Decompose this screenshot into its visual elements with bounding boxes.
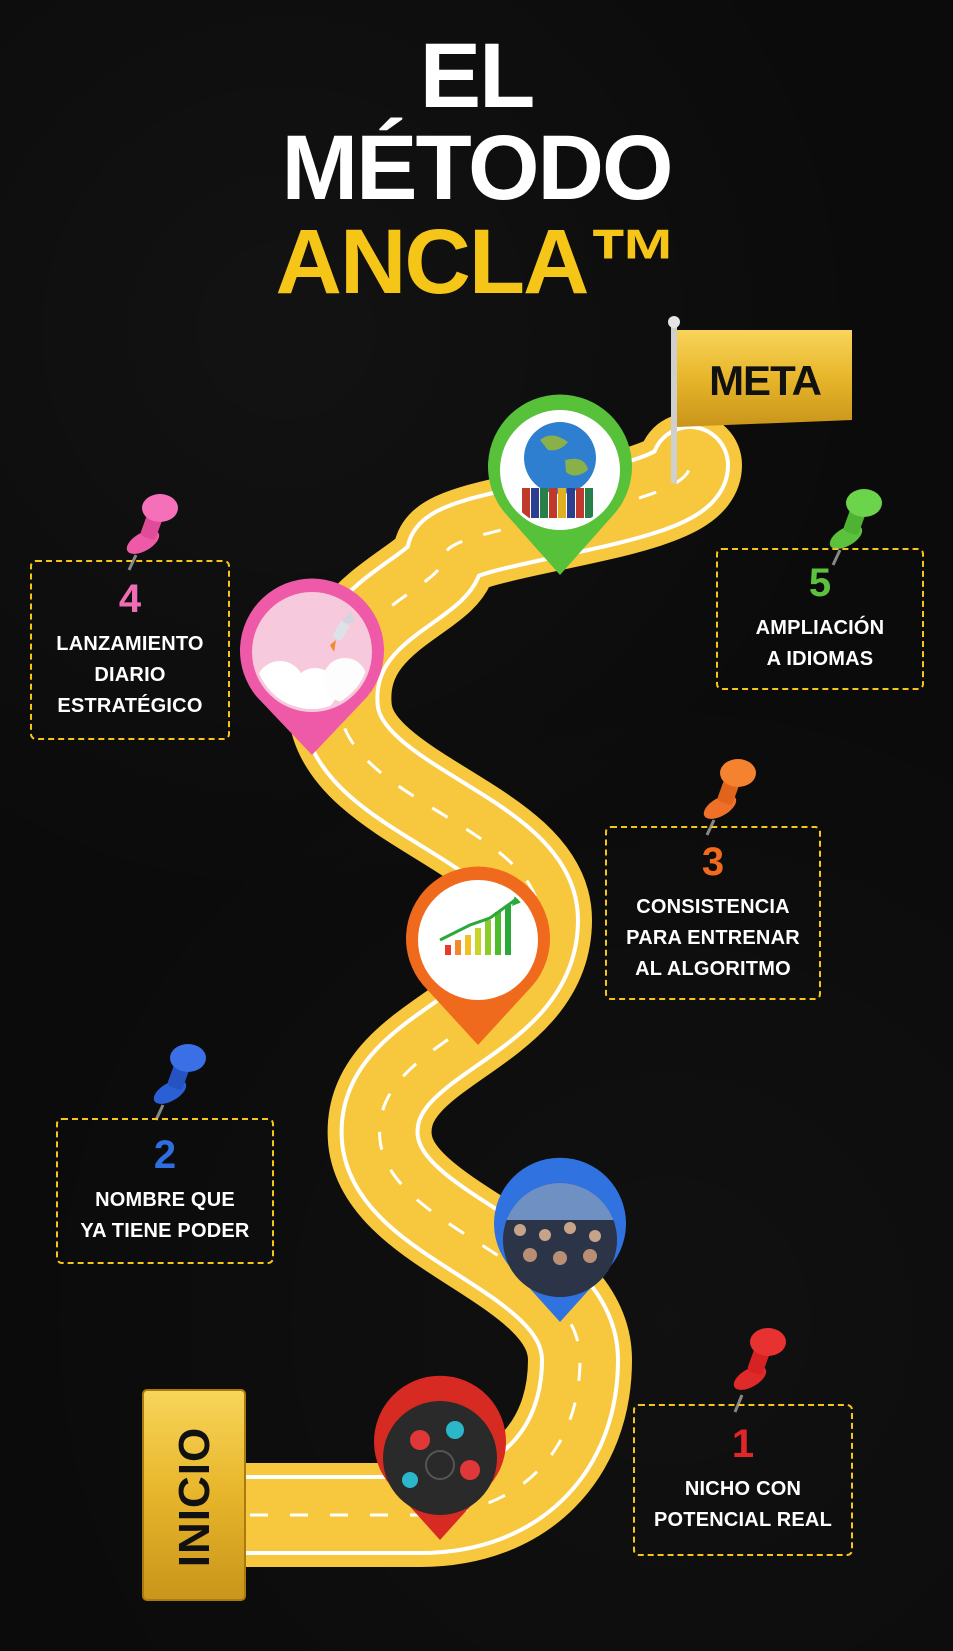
step-3-line-3: AL ALGORITMO	[635, 957, 791, 980]
step-1-line-2: POTENCIAL REAL	[654, 1509, 832, 1531]
map-marker-3	[406, 866, 550, 1045]
push-pin-1	[733, 1328, 786, 1413]
step-number-3: 3	[701, 839, 725, 884]
step-3-line-1: CONSISTENCIA	[636, 895, 790, 918]
step-4-line-3: ESTRATÉGICO	[57, 694, 203, 717]
step-3-line-2: PARA ENTRENAR	[626, 926, 800, 949]
step-box-5: 5 AMPLIACIÓN A IDIOMAS	[716, 548, 924, 690]
push-pin-2	[153, 1044, 206, 1121]
step-5-line-2: A IDIOMAS	[766, 648, 874, 670]
title-line-3: ANCLA™	[275, 211, 680, 313]
step-box-2: 2 NOMBRE QUE YA TIENE PODER	[56, 1118, 274, 1264]
title-line-2: MÉTODO	[281, 117, 673, 219]
rocket-icon	[256, 612, 367, 709]
step-4-line-1: LANZAMIENTO	[56, 632, 204, 655]
map-marker-1	[374, 1375, 506, 1540]
step-2-line-2: YA TIENE PODER	[80, 1220, 250, 1242]
map-marker-2	[494, 1157, 627, 1322]
finish-flag	[668, 316, 852, 483]
step-4-line-2: DIARIO	[94, 663, 166, 686]
globe-books-icon	[522, 422, 596, 518]
map-marker-5	[488, 394, 633, 575]
step-2-line-1: NOMBRE QUE	[95, 1189, 235, 1211]
step-number-1: 1	[731, 1422, 755, 1466]
growth-chart-icon	[439, 895, 522, 955]
inicio-label: INICIO	[170, 1426, 219, 1568]
meta-label: META	[709, 357, 822, 404]
step-1-line-1: NICHO CON	[684, 1478, 802, 1500]
push-pin-5	[829, 489, 882, 566]
start-sign	[142, 1389, 246, 1601]
step-number-2: 2	[153, 1133, 177, 1177]
step-number-5: 5	[808, 561, 832, 605]
step-number-4: 4	[118, 576, 142, 621]
step-box-4: 4 LANZAMIENTO DIARIO ESTRATÉGICO	[30, 560, 230, 740]
title-line-1: EL	[419, 25, 536, 127]
step-5-line-1: AMPLIACIÓN	[755, 617, 885, 639]
map-marker-4	[240, 578, 385, 755]
step-box-1: 1 NICHO CON POTENCIAL REAL	[633, 1404, 853, 1556]
step-box-3: 3 CONSISTENCIA PARA ENTRENAR AL ALGORITM…	[605, 826, 821, 1000]
push-pin-4	[126, 494, 178, 571]
people-pins-icon	[402, 1421, 480, 1488]
push-pin-3	[703, 759, 756, 836]
